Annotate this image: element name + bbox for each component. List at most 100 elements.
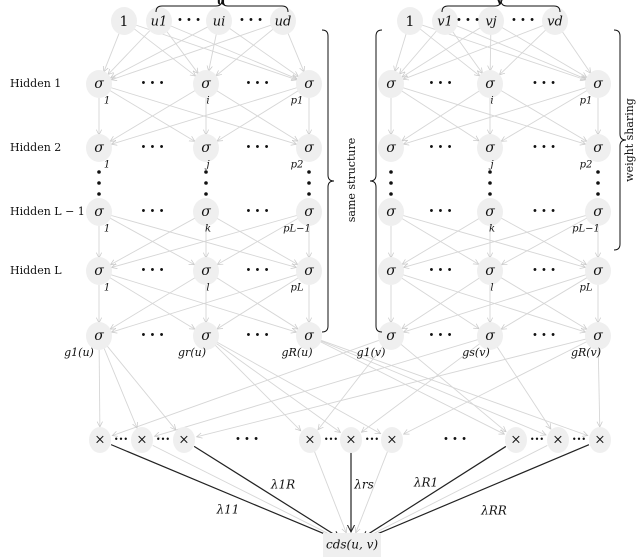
output-node <box>585 322 611 350</box>
vertical-ellipsis <box>97 170 101 174</box>
edge <box>455 25 586 79</box>
unit-index-label: i <box>490 96 493 107</box>
edge <box>402 90 481 141</box>
edge <box>404 214 587 267</box>
unit-index-label: pL <box>579 283 592 294</box>
edge <box>103 346 137 428</box>
hidden-node <box>378 134 404 162</box>
output-node <box>477 322 503 350</box>
hidden-node <box>86 198 112 226</box>
ellipsis: • • • <box>428 331 452 342</box>
same-structure-label: same structure <box>345 138 358 222</box>
edge <box>106 345 176 430</box>
hidden-node <box>378 70 404 98</box>
product-node <box>131 427 153 453</box>
output-node <box>378 322 404 350</box>
ellipsis: • • • <box>245 143 269 154</box>
sigma-symbol: σ <box>94 328 104 344</box>
network-output-label: g1(v) <box>357 346 386 359</box>
unit-index-label: pL−1 <box>283 224 311 235</box>
unit-index-label: p1 <box>291 96 304 107</box>
edge <box>104 31 120 72</box>
input-node-v0 <box>397 7 423 35</box>
edge <box>169 25 297 79</box>
edge <box>356 451 389 533</box>
unit-index-label: k <box>205 224 211 235</box>
product-symbol: × <box>95 433 106 448</box>
unit-index-label: l <box>490 283 493 294</box>
ellipsis: • • • <box>443 435 467 446</box>
vertical-ellipsis <box>307 192 311 196</box>
ellipsis: • • • <box>532 143 556 154</box>
vertical-ellipsis <box>488 192 492 196</box>
ellipsis: ••• <box>365 435 379 444</box>
hidden-node <box>193 257 219 285</box>
ellipsis: • • • <box>428 266 452 277</box>
input-node-u0 <box>111 7 137 35</box>
sigma-symbol: σ <box>201 263 211 279</box>
input-label: vj <box>485 15 496 30</box>
vertical-ellipsis <box>389 192 393 196</box>
edge <box>99 347 100 427</box>
ellipsis: • • • <box>456 16 480 27</box>
unit-index-label: 1 <box>104 224 110 235</box>
edge <box>313 451 346 533</box>
edge <box>217 89 300 141</box>
hidden-node <box>296 198 322 226</box>
hidden-node <box>86 70 112 98</box>
sigma-symbol: σ <box>485 204 495 220</box>
sigma-symbol: σ <box>201 328 211 344</box>
edge <box>215 342 341 432</box>
sigma-symbol: σ <box>386 263 396 279</box>
sigma-symbol: σ <box>593 263 603 279</box>
network-output-label: gs(v) <box>462 346 489 359</box>
hidden-node <box>585 257 611 285</box>
weight-sharing-brace <box>613 29 627 251</box>
input-node-u3 <box>270 7 296 35</box>
edge <box>403 87 587 145</box>
edge <box>112 339 380 436</box>
product-symbol: × <box>511 433 522 448</box>
unit-index-label: l <box>206 283 209 294</box>
ellipsis: • • • <box>532 266 556 277</box>
output-node <box>193 322 219 350</box>
hidden-node <box>585 198 611 226</box>
edge <box>209 32 218 72</box>
unit-index-label: pL−1 <box>572 224 600 235</box>
input-node-u2 <box>206 7 232 35</box>
edge <box>197 338 587 437</box>
hidden-node <box>296 70 322 98</box>
lambda-weight-label: λR1 <box>413 476 438 490</box>
input-label: 1 <box>406 14 415 30</box>
edge <box>496 345 551 429</box>
product-symbol: × <box>595 433 606 448</box>
sigma-symbol: σ <box>593 76 603 92</box>
edge <box>111 26 209 79</box>
ellipsis: • • • <box>140 266 164 277</box>
edge <box>165 30 198 74</box>
network-output-label: g1(u) <box>64 346 94 359</box>
vertical-ellipsis <box>204 181 208 185</box>
sigma-symbol: σ <box>386 204 396 220</box>
edge <box>419 28 479 76</box>
unit-index-label: p2 <box>580 160 593 171</box>
input-label: 1 <box>120 14 129 30</box>
ellipsis: • • • <box>428 143 452 154</box>
ellipsis: • • • <box>239 16 263 27</box>
edge <box>216 341 380 434</box>
lambda-weight-label: λ1R <box>270 478 295 492</box>
sigma-symbol: σ <box>94 76 104 92</box>
edge <box>215 277 298 329</box>
hidden-node <box>296 257 322 285</box>
hidden-node <box>193 134 219 162</box>
product-symbol: × <box>137 433 148 448</box>
vertical-ellipsis <box>596 192 600 196</box>
ellipsis: • • • <box>428 79 452 90</box>
edge <box>361 342 481 432</box>
output-node <box>86 322 112 350</box>
edge <box>490 32 491 71</box>
sigma-symbol: σ <box>485 263 495 279</box>
unit-index-label: pL <box>290 283 303 294</box>
sigma-symbol: σ <box>593 328 603 344</box>
